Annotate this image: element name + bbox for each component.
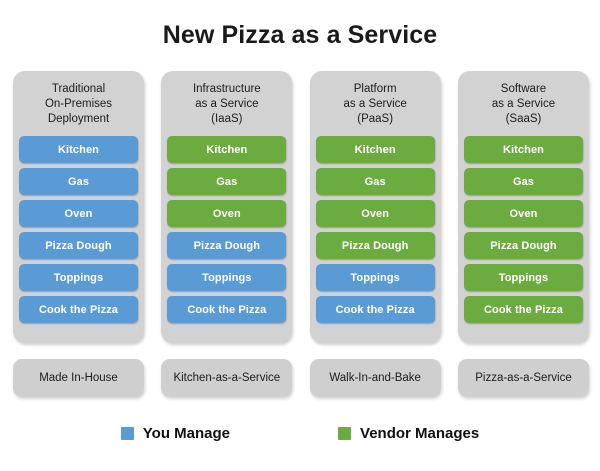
service-item: Cook the Pizza <box>167 296 287 323</box>
service-item: Oven <box>463 200 583 227</box>
service-panel-header-line: (SaaS) <box>505 113 542 125</box>
legend-entry: You Manage <box>120 425 231 442</box>
legend-swatch-icon <box>338 427 352 440</box>
service-item: Kitchen <box>315 136 435 163</box>
legend-entry: Vendor Manages <box>338 425 479 442</box>
service-item: Gas <box>167 168 287 195</box>
service-footer-label: Kitchen-as-a-Service <box>161 359 293 397</box>
service-item: Pizza Dough <box>167 232 287 259</box>
service-panel-header-line: Infrastructure <box>192 83 261 95</box>
service-item: Toppings <box>167 264 287 291</box>
service-panel-header-line: Deployment <box>47 113 110 125</box>
service-item: Gas <box>315 168 435 195</box>
service-panel-header: Platform as a Service (PaaS) <box>316 82 435 127</box>
service-panel-header-line: (PaaS) <box>357 113 394 125</box>
service-item: Cook the Pizza <box>315 296 435 323</box>
legend-swatch-icon <box>120 427 134 440</box>
service-panel-header-line: Software <box>500 83 547 95</box>
service-item: Cook the Pizza <box>463 296 583 323</box>
service-panel-header: Infrastructure as a Service (IaaS) <box>167 82 286 127</box>
service-panel-header-line: (IaaS) <box>211 113 243 125</box>
service-item: Toppings <box>463 264 583 291</box>
service-item: Kitchen <box>463 136 583 163</box>
legend: You Manage Vendor Manages <box>0 425 600 442</box>
service-item: Oven <box>315 200 435 227</box>
service-panel-header-line: Platform <box>353 83 397 95</box>
service-footer-label: Made In-House <box>13 359 144 397</box>
service-panel-header: Software as a Service (SaaS) <box>464 82 583 127</box>
service-footer-label: Pizza-as-a-Service <box>457 359 589 397</box>
service-item: Toppings <box>315 264 435 291</box>
service-item: Pizza Dough <box>19 232 138 259</box>
service-item: Pizza Dough <box>463 232 583 259</box>
service-item: Kitchen <box>167 136 287 163</box>
service-item: Gas <box>463 168 583 195</box>
service-item: Toppings <box>19 264 138 291</box>
service-item: Cook the Pizza <box>19 296 138 323</box>
service-item: Pizza Dough <box>315 232 435 259</box>
service-item: Oven <box>167 200 287 227</box>
service-footer-label: Walk-In-and-Bake <box>309 359 441 397</box>
legend-label: You Manage <box>142 425 231 442</box>
page-title: New Pizza as a Service <box>162 21 438 49</box>
service-item: Oven <box>19 200 138 227</box>
service-panel-header-line: Traditional <box>51 83 106 95</box>
service-panel-header-line: as a Service <box>491 98 556 110</box>
legend-label: Vendor Manages <box>360 425 480 442</box>
service-item: Kitchen <box>19 136 138 163</box>
service-panel-header-line: as a Service <box>195 98 259 110</box>
service-item: Gas <box>19 168 138 195</box>
service-panel-header-line: as a Service <box>343 98 407 110</box>
service-panel-header-line: On-Premises <box>44 98 113 110</box>
